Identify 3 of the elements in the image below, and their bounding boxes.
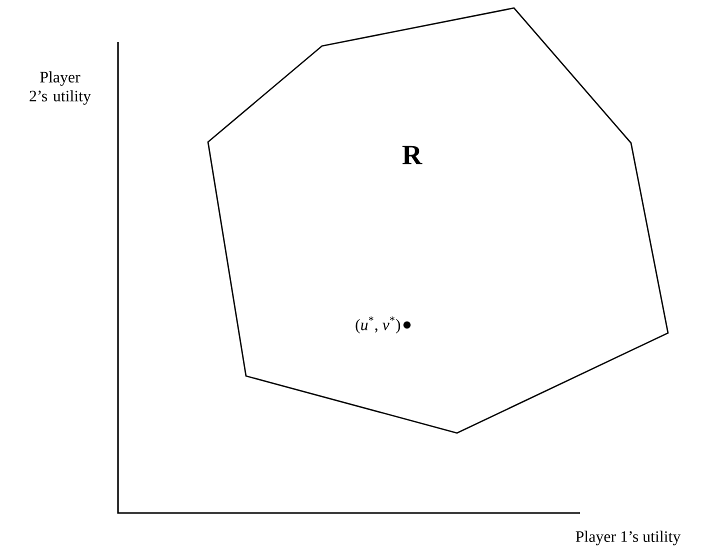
axis-label: Player 2’s utility (30, 71, 91, 105)
axis-label: Player 1’s utility (576, 530, 681, 546)
point-label: (u$^{*}$, v$^{*}$) (356, 316, 400, 334)
